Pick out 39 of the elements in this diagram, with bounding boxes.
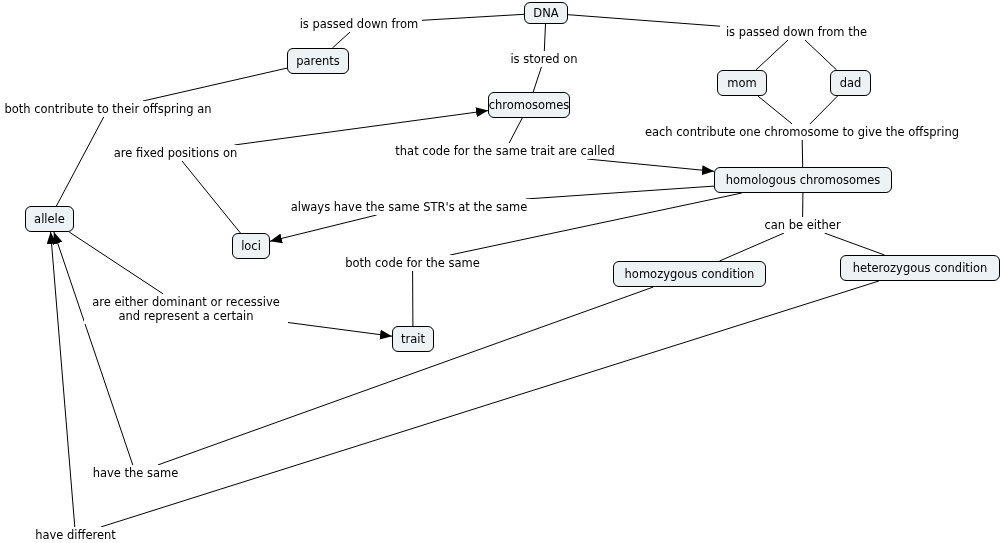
arrow bbox=[233, 107, 489, 146]
arrow bbox=[586, 158, 715, 176]
connector-line bbox=[809, 95, 839, 125]
concept-box: DNA bbox=[524, 2, 568, 24]
connector-line bbox=[823, 232, 885, 256]
connector-line bbox=[801, 139, 804, 168]
connector-line bbox=[421, 13, 525, 21]
connector-line bbox=[757, 95, 793, 125]
concept-box: chromosomes bbox=[488, 92, 570, 118]
concept-box: dad bbox=[830, 70, 871, 96]
connector-line bbox=[100, 280, 880, 528]
concept-box: parents bbox=[287, 48, 349, 74]
connector-line bbox=[68, 231, 164, 295]
connector-line bbox=[719, 232, 785, 262]
concept-box: homologous chromosomes bbox=[714, 167, 892, 193]
connector-line bbox=[525, 185, 715, 200]
connector-line bbox=[508, 117, 523, 144]
connector-line bbox=[412, 270, 414, 327]
concept-box: homozygous condition bbox=[613, 261, 766, 287]
connector-line bbox=[331, 31, 351, 49]
connector-line bbox=[142, 67, 288, 102]
connector-line bbox=[567, 14, 721, 27]
connector-line bbox=[543, 23, 546, 52]
connector-line bbox=[181, 160, 241, 234]
concept-box: mom bbox=[717, 70, 767, 96]
concept-box: loci bbox=[232, 233, 270, 259]
concept-box: trait bbox=[392, 326, 434, 352]
connector-line bbox=[804, 39, 838, 71]
connector-line bbox=[755, 39, 789, 71]
connector-line bbox=[157, 286, 654, 466]
connector-line bbox=[55, 116, 105, 207]
arrow bbox=[287, 322, 393, 340]
arrow bbox=[53, 231, 134, 466]
concept-box: heterozygous condition bbox=[840, 255, 1000, 281]
connector-line bbox=[802, 192, 804, 218]
arrow bbox=[269, 214, 378, 244]
arrow bbox=[46, 231, 76, 528]
concept-box: allele bbox=[25, 206, 74, 232]
connector-line bbox=[532, 66, 542, 93]
